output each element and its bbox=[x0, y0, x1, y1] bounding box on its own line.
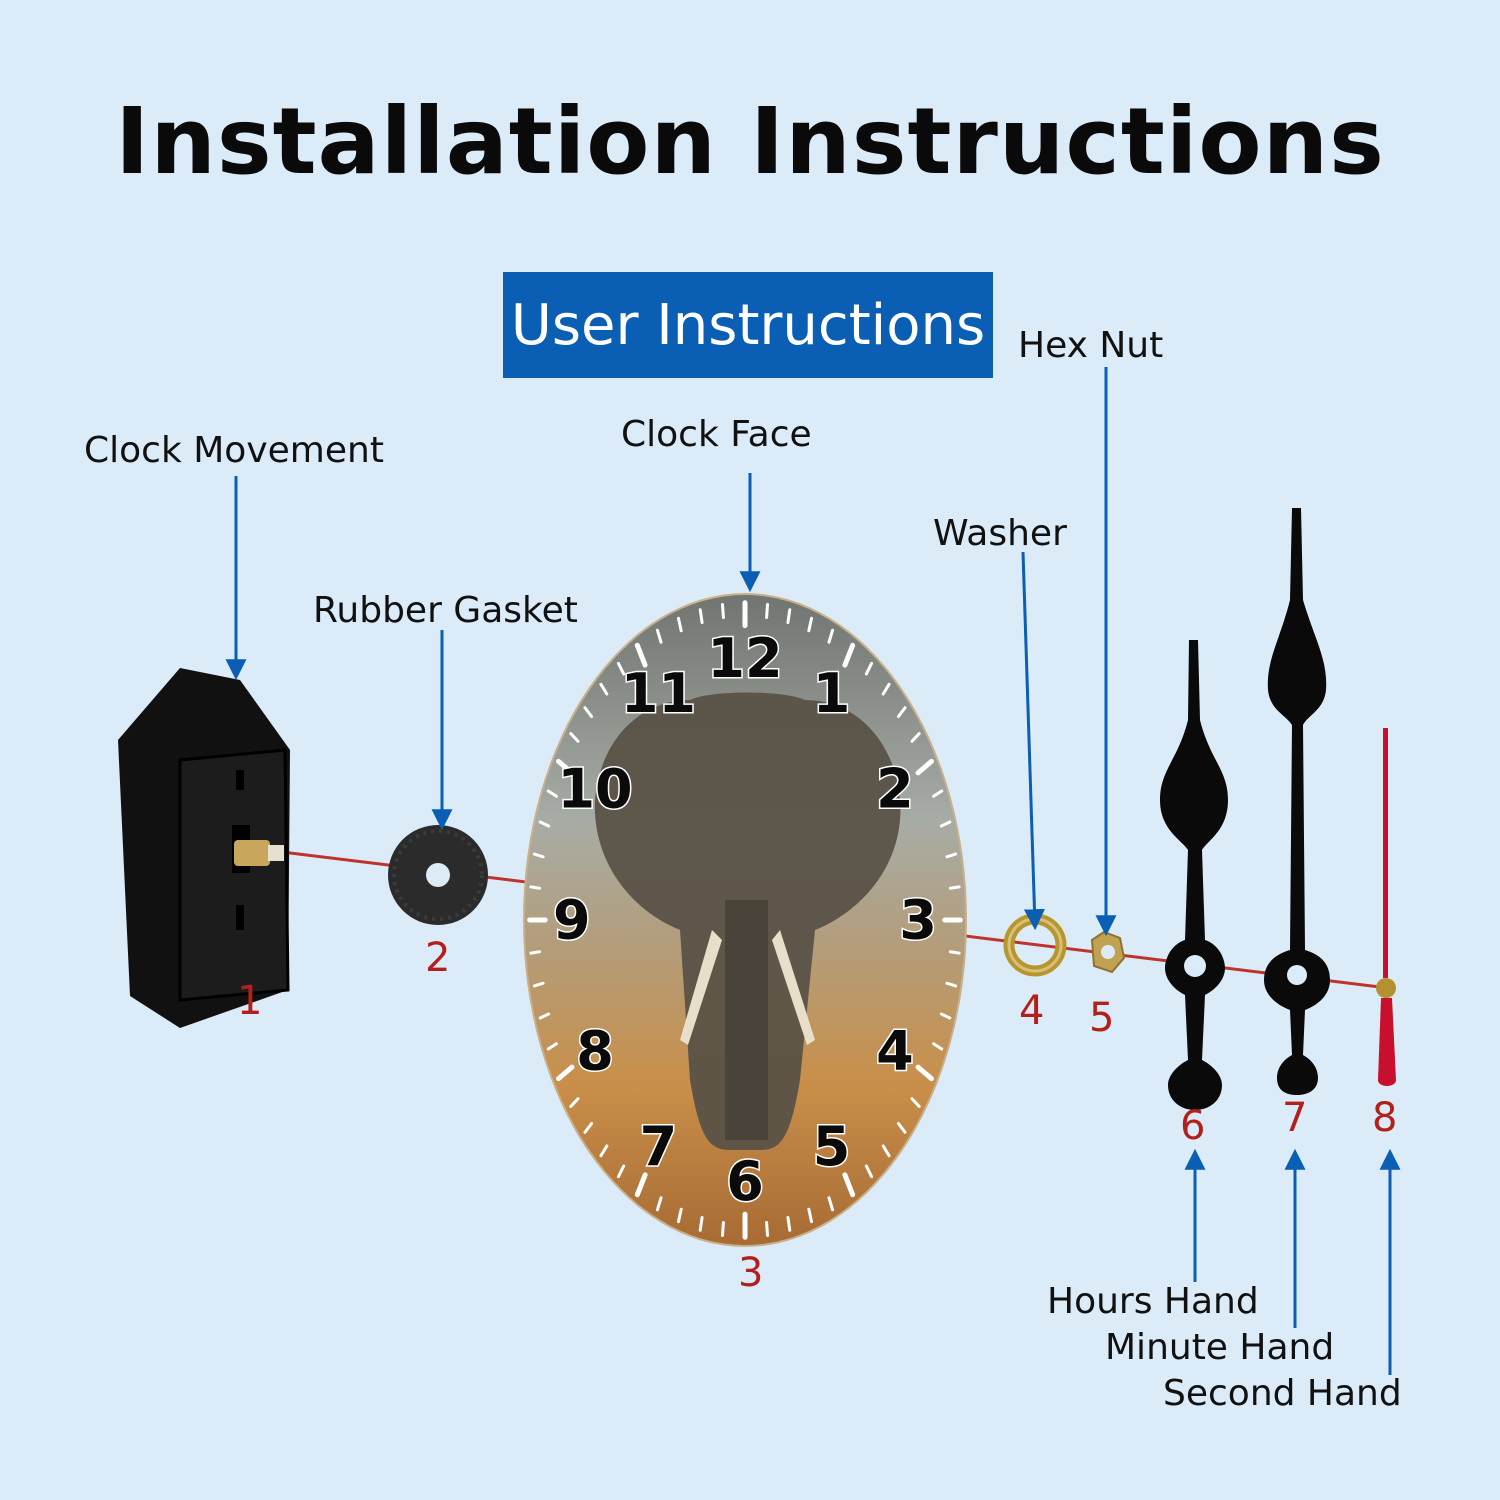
clock-numeral: 10 bbox=[557, 758, 632, 821]
clock-numeral: 2 bbox=[876, 758, 914, 821]
clock-tick bbox=[842, 642, 856, 668]
clock-numeral: 4 bbox=[876, 1019, 914, 1082]
page-title: Installation Instructions bbox=[115, 88, 1385, 195]
number-5: 5 bbox=[1089, 995, 1115, 1041]
number-2: 2 bbox=[425, 935, 451, 981]
clock-tick bbox=[546, 1042, 558, 1051]
clock-tick bbox=[939, 820, 952, 828]
label-clock-face: Clock Face bbox=[621, 414, 812, 455]
callout-arrows bbox=[225, 367, 1401, 1375]
clock-tick bbox=[807, 1207, 814, 1224]
clock-tick bbox=[698, 1215, 704, 1232]
clock-tick bbox=[556, 1064, 575, 1082]
clock-tick bbox=[827, 1196, 835, 1212]
minute-hand-illustration bbox=[1264, 508, 1330, 1095]
clock-numeral: 9 bbox=[553, 889, 591, 952]
clock-tick bbox=[939, 1012, 952, 1020]
clock-tick bbox=[945, 852, 958, 859]
clock-tick bbox=[569, 1097, 580, 1108]
clock-tick bbox=[945, 981, 958, 988]
clock-movement-illustration bbox=[118, 668, 290, 1028]
clock-tick bbox=[896, 1121, 907, 1134]
user-instructions-badge: User Instructions bbox=[503, 272, 993, 378]
clock-tick bbox=[896, 706, 907, 719]
clock-tick bbox=[827, 628, 835, 644]
clock-tick-marks bbox=[527, 600, 963, 1240]
clock-tick bbox=[583, 1121, 594, 1134]
clock-tick bbox=[583, 706, 594, 719]
clock-tick bbox=[786, 608, 792, 625]
clock-tick bbox=[569, 732, 580, 743]
clock-tick bbox=[599, 682, 609, 696]
label-washer: Washer bbox=[933, 513, 1067, 554]
number-6: 6 bbox=[1180, 1103, 1206, 1149]
number-3: 3 bbox=[738, 1250, 764, 1296]
label-second-hand: Second Hand bbox=[1163, 1373, 1402, 1414]
clock-tick bbox=[676, 1207, 683, 1224]
label-hours-hand: Hours Hand bbox=[1047, 1281, 1259, 1322]
clock-tick bbox=[948, 950, 961, 955]
clock-tick bbox=[676, 616, 683, 633]
clock-numeral: 6 bbox=[726, 1150, 764, 1213]
clock-numeral: 12 bbox=[707, 627, 782, 690]
clock-tick bbox=[864, 1164, 874, 1179]
clock-tick bbox=[529, 885, 542, 890]
clock-tick bbox=[765, 603, 770, 620]
clock-numeral: 5 bbox=[813, 1115, 851, 1178]
clock-tick bbox=[786, 1215, 792, 1232]
clock-tick bbox=[720, 603, 725, 620]
hours-hand-illustration bbox=[1160, 640, 1228, 1110]
number-8: 8 bbox=[1372, 1095, 1398, 1141]
clock-tick bbox=[910, 732, 921, 743]
clock-numeral: 7 bbox=[640, 1115, 678, 1178]
number-1: 1 bbox=[237, 978, 263, 1024]
clock-tick bbox=[881, 1144, 891, 1158]
label-clock-movement: Clock Movement bbox=[84, 430, 384, 471]
clock-numeral: 8 bbox=[576, 1019, 614, 1082]
clock-tick bbox=[655, 1196, 663, 1212]
clock-tick bbox=[698, 608, 704, 625]
clock-tick bbox=[538, 1012, 551, 1020]
clock-tick bbox=[720, 1220, 725, 1237]
clock-tick bbox=[932, 1042, 944, 1051]
clock-tick bbox=[556, 758, 575, 776]
label-hex-nut: Hex Nut bbox=[1018, 325, 1164, 366]
number-4: 4 bbox=[1019, 988, 1045, 1034]
second-hand-illustration bbox=[1376, 728, 1396, 1086]
clock-numeral: 1 bbox=[813, 662, 851, 725]
clock-numeral: 11 bbox=[621, 662, 696, 725]
clock-tick bbox=[655, 628, 663, 644]
clock-tick bbox=[546, 789, 558, 798]
hex-nut-illustration bbox=[1090, 930, 1126, 974]
clock-tick bbox=[616, 1164, 626, 1179]
clock-tick bbox=[881, 682, 891, 696]
clock-numeral: 3 bbox=[899, 889, 937, 952]
clock-tick bbox=[765, 1220, 770, 1237]
clock-tick bbox=[529, 950, 542, 955]
clock-tick bbox=[532, 981, 545, 988]
label-rubber-gasket: Rubber Gasket bbox=[313, 590, 578, 631]
label-minute-hand: Minute Hand bbox=[1105, 1327, 1335, 1368]
clock-tick bbox=[599, 1144, 609, 1158]
rubber-gasket-illustration bbox=[388, 825, 488, 925]
clock-tick bbox=[616, 661, 626, 676]
clock-tick bbox=[915, 1064, 934, 1082]
clock-tick bbox=[807, 616, 814, 633]
clock-tick bbox=[864, 661, 874, 676]
clock-tick bbox=[842, 1172, 856, 1198]
clock-tick bbox=[634, 1172, 648, 1198]
clock-tick bbox=[932, 789, 944, 798]
clock-tick bbox=[538, 820, 551, 828]
clock-tick bbox=[532, 852, 545, 859]
clock-tick bbox=[915, 758, 934, 776]
clock-tick bbox=[910, 1097, 921, 1108]
arrow-washer bbox=[1021, 551, 1045, 931]
clock-tick bbox=[634, 642, 648, 668]
clock-tick bbox=[948, 885, 961, 890]
number-7: 7 bbox=[1282, 1095, 1308, 1141]
